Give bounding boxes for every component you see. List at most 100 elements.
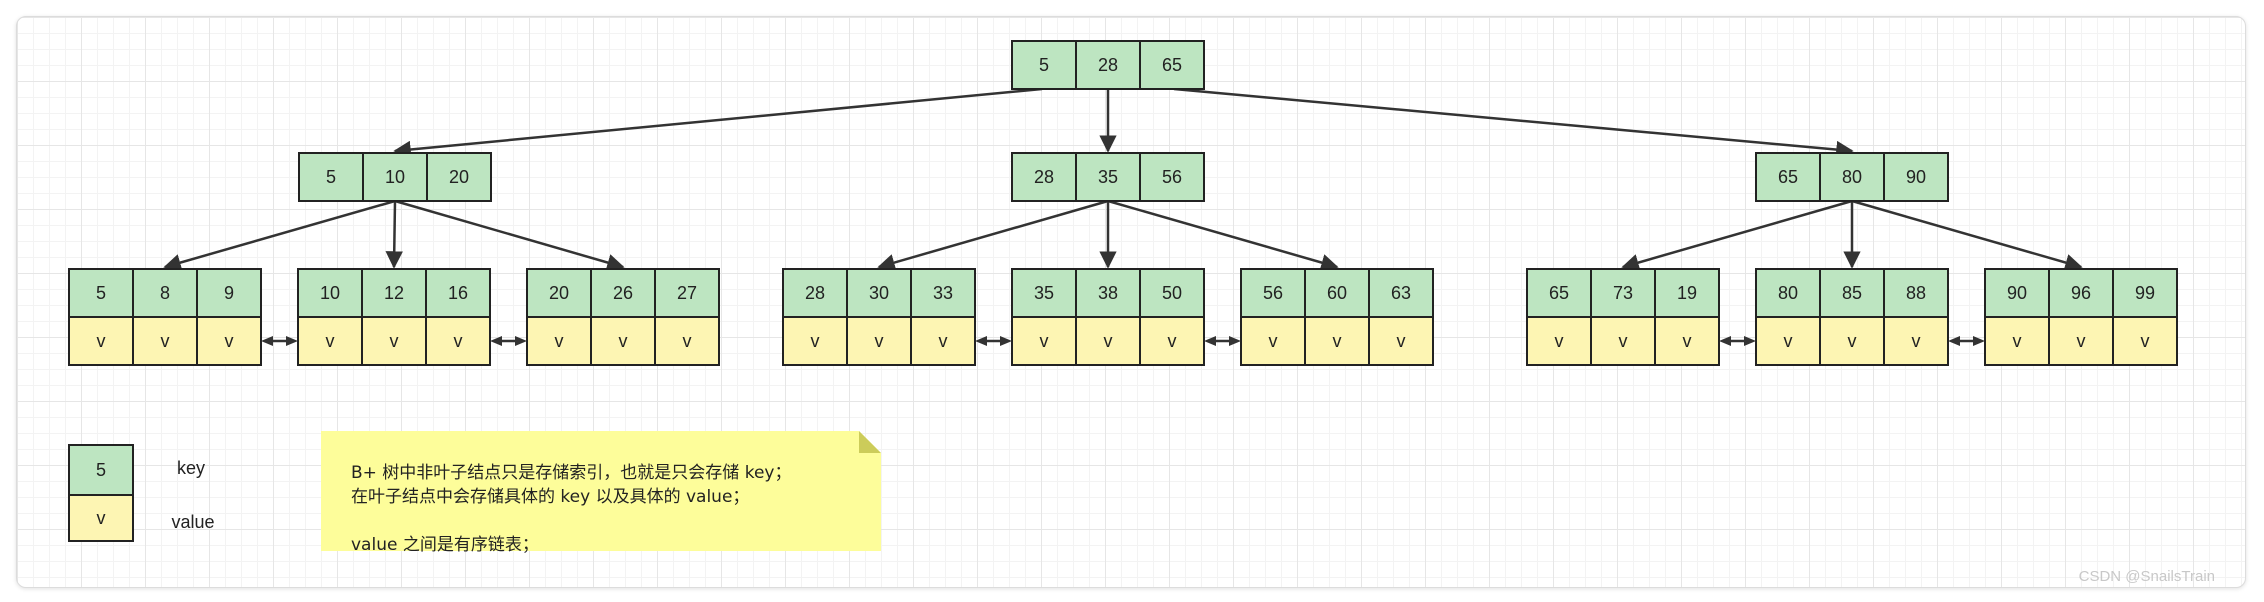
leaf-link-arrow-head-left xyxy=(1719,336,1731,346)
leaf-value-text: v xyxy=(1168,331,1177,351)
legend-key-sample-box xyxy=(68,444,134,496)
leaf-value-box xyxy=(910,316,976,366)
leaf-value-text: v xyxy=(1397,331,1406,351)
leaf-key-text: 26 xyxy=(613,283,633,303)
leaf-key-text: 96 xyxy=(2071,283,2091,303)
leaf-value-text: v xyxy=(1333,331,1342,351)
leaf-value-box xyxy=(1304,316,1370,366)
internal-key-box xyxy=(1075,152,1141,202)
leaf-value-text: v xyxy=(225,331,234,351)
note-line: B+ 树中非叶子结点只是存储索引，也就是只会存储 key； xyxy=(351,463,792,483)
note-fold xyxy=(859,431,881,453)
leaf-key-box xyxy=(1368,268,1434,318)
leaf-value-text: v xyxy=(1555,331,1564,351)
leaf-value-text: v xyxy=(1269,331,1278,351)
internal-key-text: 28 xyxy=(1034,167,1054,187)
leaf-value-text: v xyxy=(2141,331,2150,351)
edge-internal-to-leaf xyxy=(877,199,1109,272)
leaf-key-box xyxy=(132,268,198,318)
leaf-value-box xyxy=(1368,316,1434,366)
leaf-value-text: v xyxy=(161,331,170,351)
internal-key-box xyxy=(1011,152,1077,202)
leaf-value-text: v xyxy=(811,331,820,351)
leaf-value-box xyxy=(1590,316,1656,366)
leaf-value-text: v xyxy=(1912,331,1921,351)
leaf-key-text: 35 xyxy=(1034,283,1054,303)
leaf-key-box xyxy=(1011,268,1077,318)
leaf-key-text: 90 xyxy=(2007,283,2027,303)
leaf-key-text: 5 xyxy=(96,283,106,303)
internal-key-text: 20 xyxy=(449,167,469,187)
root-key-box xyxy=(1139,40,1205,90)
leaf-link-arrow-head-left xyxy=(1948,336,1960,346)
internal-key-text: 90 xyxy=(1906,167,1926,187)
leaf-value-box xyxy=(68,316,134,366)
legend-value-sample-box xyxy=(68,494,134,542)
leaf-link-arrow-head-right xyxy=(286,336,298,346)
leaf-link-arrow-head-right xyxy=(1000,336,1012,346)
leaf-value-box xyxy=(782,316,848,366)
leaf-key-text: 16 xyxy=(448,283,468,303)
leaf-value-box xyxy=(1819,316,1885,366)
leaf-link-arrow-head-right xyxy=(515,336,527,346)
leaf-link-arrow-head-left xyxy=(261,336,273,346)
leaf-key-box xyxy=(1590,268,1656,318)
note-line: value 之间是有序链表； xyxy=(351,535,539,555)
leaf-key-text: 80 xyxy=(1778,283,1798,303)
leaf-value-box xyxy=(1011,316,1077,366)
legend-value-label: value xyxy=(171,512,214,532)
leaf-value-box xyxy=(1240,316,1306,366)
leaf-value-text: v xyxy=(1040,331,1049,351)
root-key-text: 5 xyxy=(1039,55,1049,75)
leaf-key-box xyxy=(2112,268,2178,318)
leaf-link-arrow-head-left xyxy=(1204,336,1216,346)
leaf-value-box xyxy=(132,316,198,366)
leaf-value-box xyxy=(2048,316,2114,366)
leaf-key-text: 56 xyxy=(1263,283,1283,303)
leaf-value-box xyxy=(1526,316,1592,366)
leaf-value-text: v xyxy=(454,331,463,351)
leaf-key-text: 8 xyxy=(160,283,170,303)
leaf-value-text: v xyxy=(1104,331,1113,351)
leaf-key-text: 10 xyxy=(320,283,340,303)
internal-key-text: 35 xyxy=(1098,167,1118,187)
leaf-key-box xyxy=(68,268,134,318)
leaf-key-box xyxy=(526,268,592,318)
leaf-value-text: v xyxy=(390,331,399,351)
leaf-key-box xyxy=(297,268,363,318)
internal-key-box xyxy=(1139,152,1205,202)
leaf-key-text: 19 xyxy=(1677,283,1697,303)
leaf-value-box xyxy=(196,316,262,366)
note-text: B+ 树中非叶子结点只是存储索引，也就是只会存储 key； 在叶子结点中会存储具… xyxy=(351,461,871,557)
leaf-value-box xyxy=(2112,316,2178,366)
note-line xyxy=(351,509,871,533)
internal-key-box xyxy=(426,152,492,202)
leaf-key-text: 28 xyxy=(805,283,825,303)
leaf-key-text: 63 xyxy=(1391,283,1411,303)
internal-key-text: 5 xyxy=(326,167,336,187)
leaf-value-text: v xyxy=(97,331,106,351)
root-key-text: 65 xyxy=(1162,55,1182,75)
legend-key-sample-text: 5 xyxy=(96,460,106,480)
leaf-key-text: 65 xyxy=(1549,283,1569,303)
leaf-key-box xyxy=(1654,268,1720,318)
leaf-link-arrow-head-left xyxy=(490,336,502,346)
leaf-key-text: 27 xyxy=(677,283,697,303)
legend-value-sample-text: v xyxy=(97,508,106,528)
leaf-key-box xyxy=(425,268,491,318)
leaf-link-arrow-head-right xyxy=(1229,336,1241,346)
internal-key-text: 56 xyxy=(1162,167,1182,187)
internal-key-box xyxy=(1755,152,1821,202)
internal-key-box xyxy=(362,152,428,202)
leaf-value-text: v xyxy=(2013,331,2022,351)
leaf-value-box xyxy=(1883,316,1949,366)
leaf-key-box xyxy=(1139,268,1205,318)
leaf-value-box xyxy=(654,316,720,366)
leaf-key-text: 99 xyxy=(2135,283,2155,303)
edge-internal-to-leaf xyxy=(1851,199,2083,272)
edge-root-to-internal xyxy=(1173,87,1854,159)
leaf-link-arrow-head-right xyxy=(1973,336,1985,346)
leaf-value-box xyxy=(297,316,363,366)
internal-key-text: 80 xyxy=(1842,167,1862,187)
